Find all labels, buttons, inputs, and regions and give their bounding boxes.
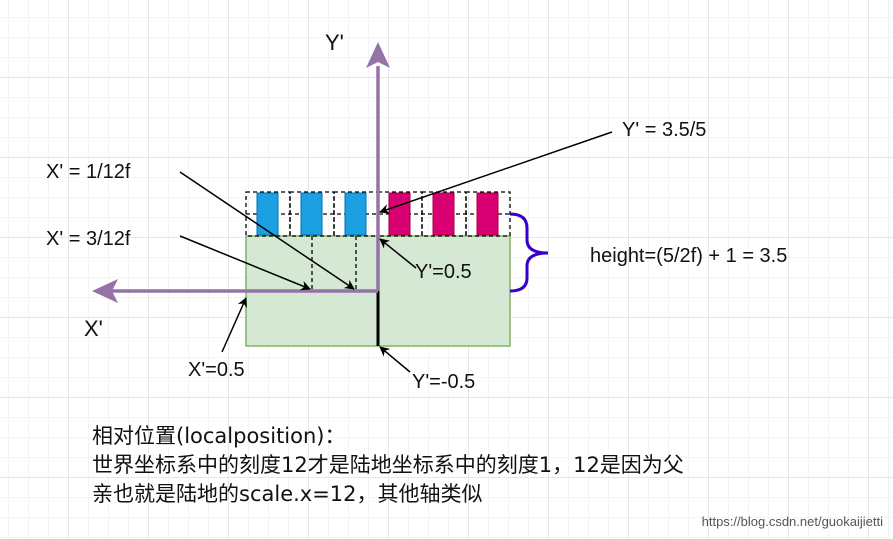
- x-axis-label: X': [84, 316, 103, 341]
- blue-block: [344, 192, 367, 236]
- arrow-y-neg-half: [379, 346, 411, 373]
- x-half-label: X'=0.5: [188, 359, 245, 381]
- note-line-2: 世界坐标系中的刻度12才是陆地坐标系中的刻度1，12是因为父: [92, 453, 684, 477]
- arrow-y-top: [379, 131, 613, 214]
- magenta-block: [476, 192, 499, 236]
- blue-blocks: [256, 192, 367, 236]
- local-axes: [112, 66, 380, 293]
- y-neg-half-label: Y'=-0.5: [412, 371, 476, 393]
- arrow-x-half: [221, 297, 247, 353]
- height-label: height=(5/2f) + 1 = 3.5: [590, 245, 788, 267]
- x-three-twelfth-label: X' = 3/12f: [46, 228, 131, 250]
- y-axis-arrowhead: [366, 42, 390, 68]
- height-brace: [509, 212, 549, 293]
- ground-guides: [311, 236, 357, 292]
- blue-block: [300, 192, 323, 236]
- arrow-y-half: [379, 238, 417, 269]
- arrow-x-three-twelfth: [179, 235, 311, 291]
- note-line-1: 相对位置(localposition)：: [92, 424, 346, 448]
- arrow-x-one-twelfth: [179, 171, 355, 290]
- x-one-twelfth-label: X' = 1/12f: [46, 161, 131, 183]
- blue-block: [256, 192, 279, 236]
- explanation-note: 相对位置(localposition)： 世界坐标系中的刻度12才是陆地坐标系中…: [92, 422, 872, 509]
- y-half-label: Y'=0.5: [415, 261, 472, 283]
- magenta-blocks: [388, 192, 499, 236]
- x-axis-arrowhead: [92, 279, 118, 303]
- pointer-arrows: [179, 131, 613, 373]
- note-line-3: 亲也就是陆地的scale.x=12，其他轴类似: [92, 482, 483, 506]
- y-top-label: Y' = 3.5/5: [622, 119, 707, 141]
- watermark: https://blog.csdn.net/guokaijietti: [701, 514, 883, 529]
- magenta-block: [432, 192, 455, 236]
- magenta-block: [388, 192, 411, 236]
- y-axis-label: Y': [325, 30, 344, 55]
